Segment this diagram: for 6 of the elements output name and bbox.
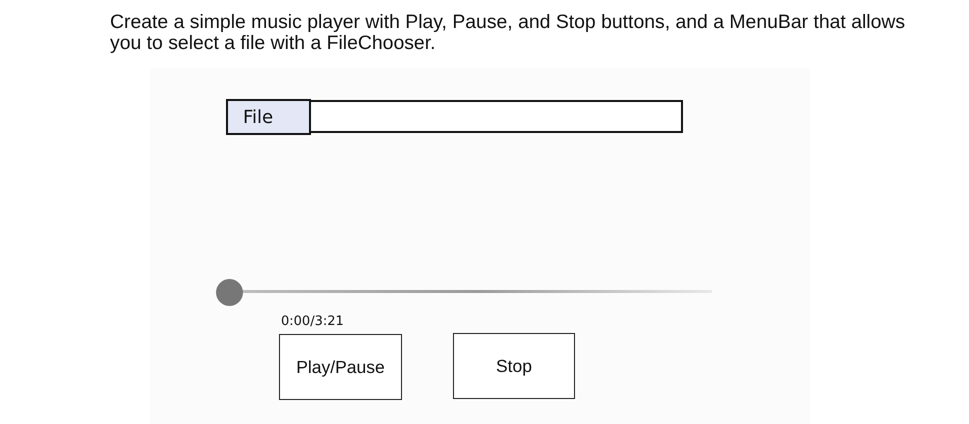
play-pause-button: Play/Pause — [279, 334, 402, 400]
stop-button: Stop — [453, 333, 575, 399]
instruction-text: Create a simple music player with Play, Pause, and Stop buttons, and a MenuBar that allows you to select a file with a FileChooser. — [110, 12, 906, 54]
file-menu: File — [226, 99, 311, 135]
menu-bar — [309, 100, 683, 133]
time-label: 0:00/3:21 — [281, 314, 344, 330]
